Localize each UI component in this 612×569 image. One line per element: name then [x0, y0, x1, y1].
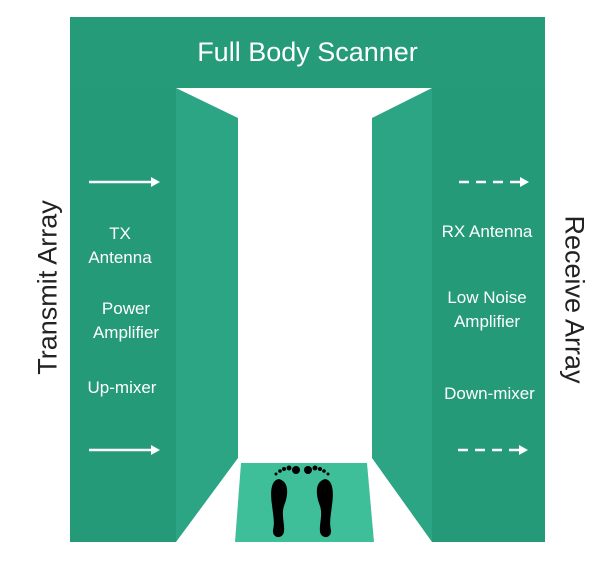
tx-arrow-bottom — [89, 445, 160, 455]
right-inner-panel — [372, 88, 432, 542]
tx-arrow-top — [89, 177, 160, 187]
left-column — [70, 88, 176, 542]
receive-array-label: Receive Array — [559, 215, 590, 384]
up-mixer-label: Up-mixer — [87, 378, 157, 397]
transmit-array-label: Transmit Array — [32, 200, 63, 375]
floor-mat — [235, 463, 374, 542]
footprints-icon — [271, 465, 333, 538]
power-amplifier-label: Power Amplifier — [92, 299, 160, 342]
right-column — [432, 88, 545, 542]
rx-dashed-arrow-top — [459, 177, 529, 187]
rx-dashed-arrow-bottom — [458, 445, 528, 455]
down-mixer-label: Down-mixer — [444, 384, 535, 403]
diagram-title: Full Body Scanner — [197, 37, 418, 67]
left-inner-panel — [176, 88, 238, 542]
rx-antenna-label: RX Antenna — [441, 222, 533, 241]
low-noise-amplifier-label: Low Noise Amplifier — [447, 288, 527, 331]
top-bar — [70, 17, 545, 88]
tx-antenna-label: TX Antenna — [88, 224, 152, 267]
